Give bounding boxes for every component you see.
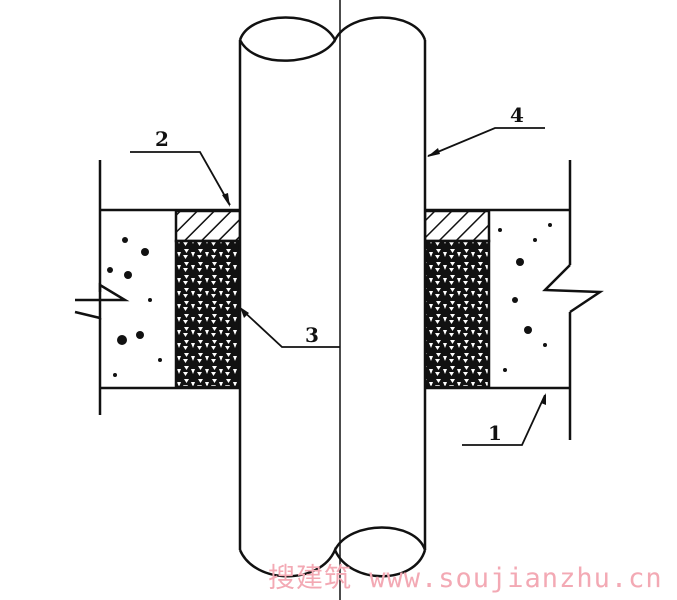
watermark: 搜建筑 www.soujianzhu.cn bbox=[268, 563, 663, 594]
pipe bbox=[238, 16, 427, 578]
label-2: 2 bbox=[155, 127, 169, 151]
break-line-right bbox=[542, 264, 604, 314]
sealant-right bbox=[423, 209, 491, 243]
filler-left bbox=[174, 239, 242, 389]
label-3: 3 bbox=[305, 323, 319, 347]
break-line-left bbox=[74, 282, 130, 320]
label-1: 1 bbox=[488, 421, 502, 445]
filler-right bbox=[423, 239, 491, 389]
concrete-speckles bbox=[107, 223, 552, 377]
sealant-left bbox=[174, 209, 242, 243]
label-4: 4 bbox=[510, 103, 524, 127]
